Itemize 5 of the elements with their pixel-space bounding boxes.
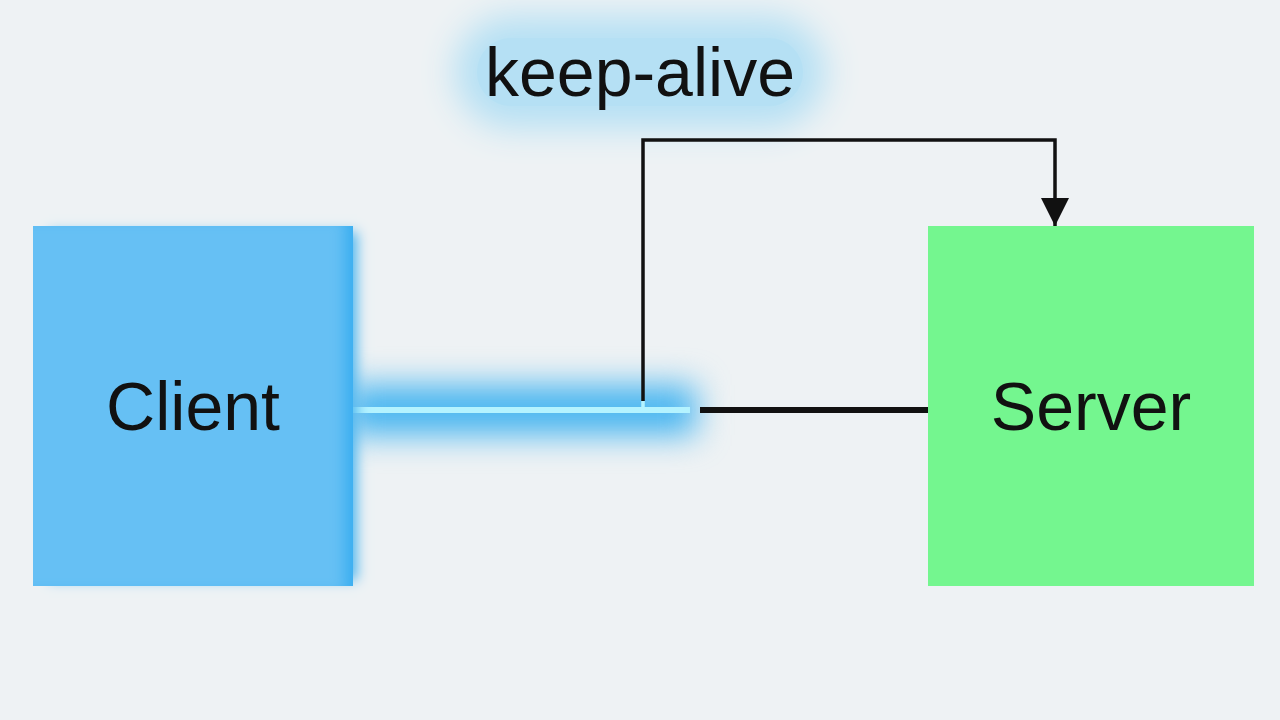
process-box <box>928 226 1254 586</box>
connector-line <box>353 407 928 413</box>
process-box <box>33 226 353 586</box>
node-label: Server <box>990 372 1192 440</box>
node-label: Client <box>106 372 280 440</box>
